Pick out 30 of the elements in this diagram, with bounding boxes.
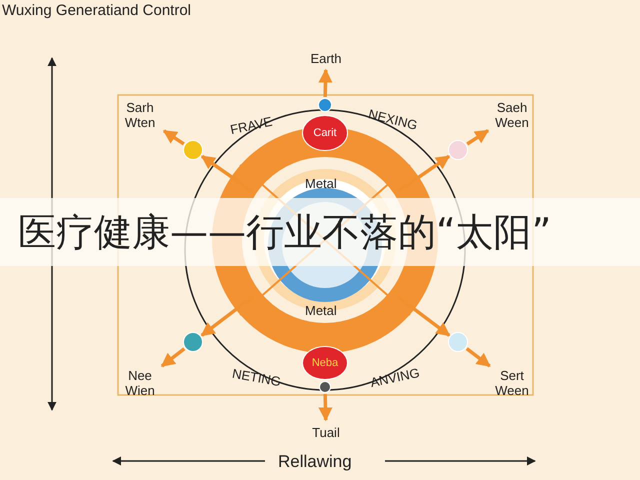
marker-dot: [448, 140, 468, 160]
arc-label: Metal: [305, 176, 337, 191]
arrow: [160, 347, 186, 368]
marker-dot: [318, 98, 332, 112]
element-label: Earth: [305, 48, 347, 68]
arrow: [466, 347, 491, 368]
diagram-title: Wuxing Generatiand Control: [2, 2, 191, 19]
element-circle: Neba: [302, 346, 348, 380]
arc-label: ANVING: [368, 364, 421, 390]
arrow: [162, 129, 185, 146]
marker-dot: [319, 381, 331, 393]
element-label: Nee Wien: [118, 368, 162, 398]
element-label: Saeh Ween: [490, 100, 534, 130]
arc-label: NEXING: [366, 106, 419, 133]
element-label: Tuail: [305, 422, 347, 442]
arrow: [200, 154, 254, 193]
arrow: [397, 154, 450, 193]
marker-dot: [448, 332, 468, 352]
caption-banner: 医疗健康——行业不落的“太阳”: [0, 198, 640, 266]
arc-label: Metal: [305, 303, 337, 318]
arrow: [318, 394, 332, 422]
element-label: Sarh Wten: [118, 100, 162, 130]
axis-label: Rellawing: [278, 452, 352, 472]
arrow: [397, 296, 450, 337]
marker-dot: [183, 332, 203, 352]
element-label: Sert Ween: [490, 368, 534, 398]
arrow: [318, 68, 332, 98]
arrow: [466, 129, 490, 146]
marker-dot: [183, 140, 203, 160]
element-circle: Carit: [302, 115, 348, 151]
